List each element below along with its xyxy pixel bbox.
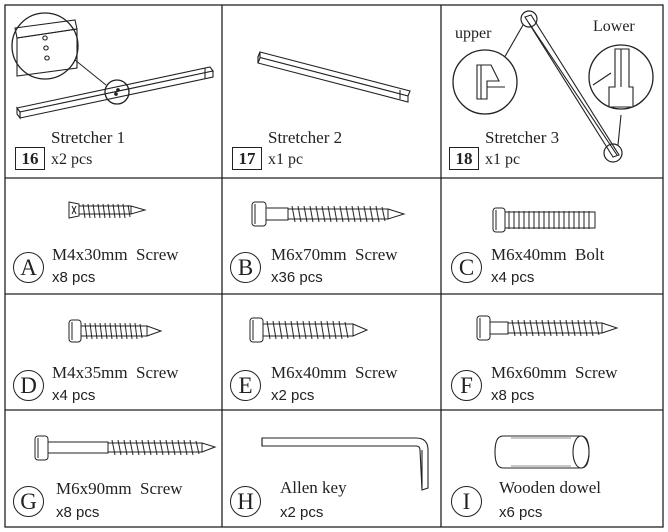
part-number-18: 18 <box>449 147 479 170</box>
part-quantity: x2 pcs <box>280 504 324 521</box>
part-quantity: x4 pcs <box>491 269 535 286</box>
bolt-c-drawing <box>492 207 596 233</box>
lower-label: Lower <box>593 18 635 35</box>
part-letter-c: C <box>451 252 482 283</box>
part-cell-17: 17 Stretcher 2 x1 pc <box>222 5 441 178</box>
part-letter-d: D <box>13 370 44 401</box>
part-number-17: 17 <box>232 147 262 170</box>
stretcher-3-drawing <box>452 10 654 163</box>
screw-d-drawing <box>68 319 163 343</box>
part-name: M6x40mm Screw <box>271 363 398 382</box>
screw-f-drawing <box>476 315 619 341</box>
part-cell-f: F M6x60mm Screw x8 pcs <box>441 294 663 410</box>
part-letter-e: E <box>230 370 261 401</box>
screw-a-drawing <box>68 201 147 219</box>
stretcher-1-drawing <box>11 12 214 120</box>
screw-g-drawing <box>34 435 217 461</box>
part-name: M4x35mm Screw <box>52 363 179 382</box>
part-quantity: x8 pcs <box>491 387 535 404</box>
part-letter-i: I <box>451 486 482 517</box>
part-name: M6x90mm Screw <box>56 479 183 498</box>
part-letter-g: G <box>13 486 44 517</box>
part-quantity: x1 pc <box>485 151 521 168</box>
part-cell-b: B M6x70mm Screw x36 pcs <box>222 178 441 294</box>
part-name: Stretcher 2 <box>268 128 343 147</box>
stretcher-2-drawing <box>257 51 411 103</box>
part-name: M6x70mm Screw <box>271 245 398 264</box>
part-cell-h: H Allen key x2 pcs <box>222 410 441 527</box>
part-name: Stretcher 1 <box>51 128 126 147</box>
part-cell-d: D M4x35mm Screw x4 pcs <box>5 294 222 410</box>
part-name: M4x30mm Screw <box>52 245 179 264</box>
part-cell-e: E M6x40mm Screw x2 pcs <box>222 294 441 410</box>
part-letter-f: F <box>451 370 482 401</box>
part-cell-a: A M4x30mm Screw x8 pcs <box>5 178 222 294</box>
part-quantity: x6 pcs <box>499 504 543 521</box>
part-letter-a: A <box>13 252 44 283</box>
part-name: Stretcher 3 <box>485 128 560 147</box>
part-cell-18: upper Lower 18 Stretcher 3 x1 pc <box>441 5 663 178</box>
part-quantity: x2 pcs <box>51 151 93 168</box>
part-cell-16: 16 Stretcher 1 x2 pcs <box>5 5 222 178</box>
part-name: Wooden dowel <box>499 478 602 497</box>
part-quantity: x8 pcs <box>56 504 100 521</box>
part-quantity: x8 pcs <box>52 269 96 286</box>
part-quantity: x36 pcs <box>271 269 323 286</box>
part-cell-i: I Wooden dowel x6 pcs <box>441 410 663 527</box>
screw-b-drawing <box>251 201 406 227</box>
upper-label: upper <box>455 25 492 42</box>
part-quantity: x2 pcs <box>271 387 315 404</box>
wooden-dowel-drawing <box>494 435 590 469</box>
part-letter-b: B <box>230 252 261 283</box>
part-name: Allen key <box>280 478 347 497</box>
part-name: M6x60mm Screw <box>491 363 618 382</box>
part-cell-c: C M6x40mm Bolt x4 pcs <box>441 178 663 294</box>
part-letter-h: H <box>230 486 261 517</box>
part-number-16: 16 <box>15 147 45 170</box>
part-cell-g: G M6x90mm Screw x8 pcs <box>5 410 222 527</box>
part-quantity: x4 pcs <box>52 387 96 404</box>
screw-e-drawing <box>249 317 369 343</box>
allen-key-drawing <box>261 437 429 491</box>
part-name: M6x40mm Bolt <box>491 245 605 264</box>
part-quantity: x1 pc <box>268 151 304 168</box>
